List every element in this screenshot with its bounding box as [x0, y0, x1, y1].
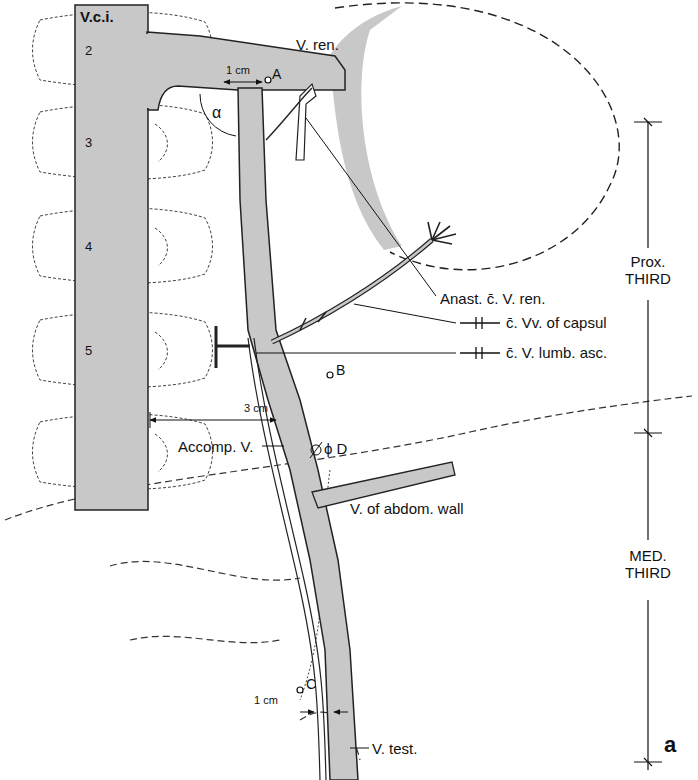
anatomy-label: C	[306, 676, 316, 692]
anatomy-label: MED. THIRD	[612, 546, 684, 583]
vertebra-process	[155, 434, 167, 472]
anatomy-label: 5	[85, 344, 92, 359]
anatomy-label: 4	[85, 240, 92, 255]
anatomy-label: 2	[85, 44, 92, 59]
anatomy-label: c̄. Vv. of capsul	[506, 314, 607, 331]
anatomy-label: B	[336, 362, 345, 378]
anatomy-label: A	[272, 66, 281, 82]
anatomy-label: c̄. V. lumb. asc.	[506, 344, 607, 361]
anatomy-label: 3	[85, 136, 92, 151]
anatomy-label: α	[212, 104, 221, 122]
anatomy-label: V. ren.	[296, 36, 339, 53]
anatomy-label: a	[664, 732, 676, 757]
anatomy-label: Anast. c̄. V. ren.	[440, 290, 545, 307]
vertebra-process	[155, 124, 167, 162]
vertebra-process	[155, 332, 167, 370]
anatomy-label: V.c.i.	[80, 8, 114, 25]
anatomy-label: V. test.	[372, 740, 417, 757]
anatomy-label: ϕ D	[324, 440, 347, 457]
anatomy-label: V. of abdom. wall	[350, 500, 464, 517]
anatomy-label: 1 cm	[254, 694, 278, 707]
anatomy-label: 1 cm	[226, 64, 250, 77]
vertebra-process	[155, 228, 167, 266]
anatomy-label: 3 cm	[244, 402, 268, 415]
anatomy-label: Prox. THIRD	[612, 252, 684, 289]
anatomy-label: Accomp. V.	[178, 438, 253, 455]
